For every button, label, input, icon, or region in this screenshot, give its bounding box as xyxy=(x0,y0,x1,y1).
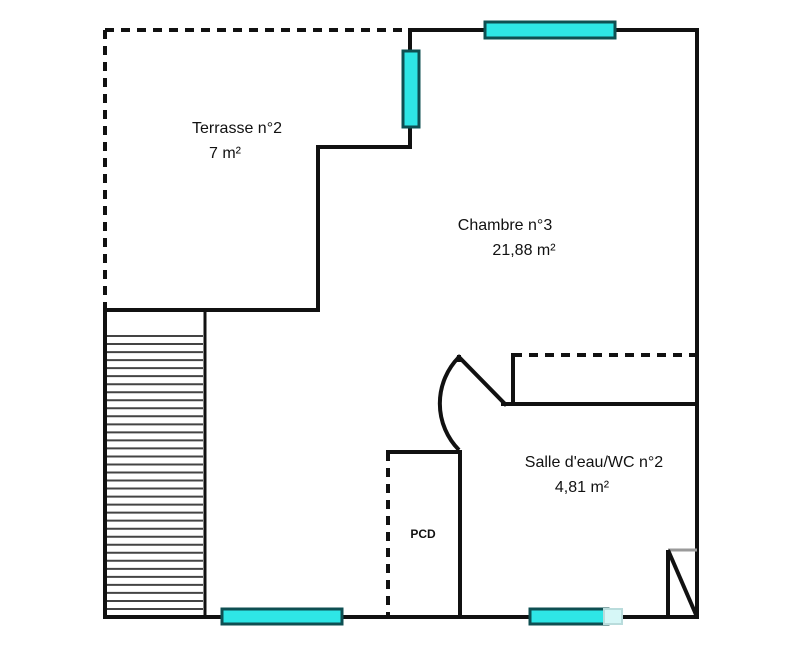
door-leaf-diagonal xyxy=(456,354,508,407)
room-name-chambre-3: Chambre n°3 xyxy=(458,217,553,234)
room-name-terrasse-2: Terrasse n°2 xyxy=(192,120,282,137)
room-area-chambre-3: 21,88 m² xyxy=(492,242,556,259)
window-left-chambre-vertical xyxy=(401,49,421,129)
window-bottom-left xyxy=(220,607,344,626)
window-bottom-right-pale-tip xyxy=(603,608,623,625)
window-top-chambre xyxy=(483,20,617,40)
annotation-pcd: PCD xyxy=(410,527,436,541)
staircase xyxy=(103,308,207,619)
room-labels-group: Terrasse n°2 7 m² Chambre n°3 21,88 m² Salle… xyxy=(192,120,663,541)
room-area-terrasse-2: 7 m² xyxy=(209,145,242,162)
room-name-salle-eau-wc-2: Salle d'eau/WC n°2 xyxy=(525,454,664,471)
room-area-salle-eau-wc-2: 4,81 m² xyxy=(555,479,610,496)
bottom-right-door-leaf xyxy=(666,549,699,618)
windows-group xyxy=(220,20,623,626)
doors-group xyxy=(437,355,699,618)
window-bottom-right xyxy=(528,607,610,626)
salle-eau-door-swing xyxy=(437,355,461,452)
dashed-walls-group xyxy=(103,28,697,617)
